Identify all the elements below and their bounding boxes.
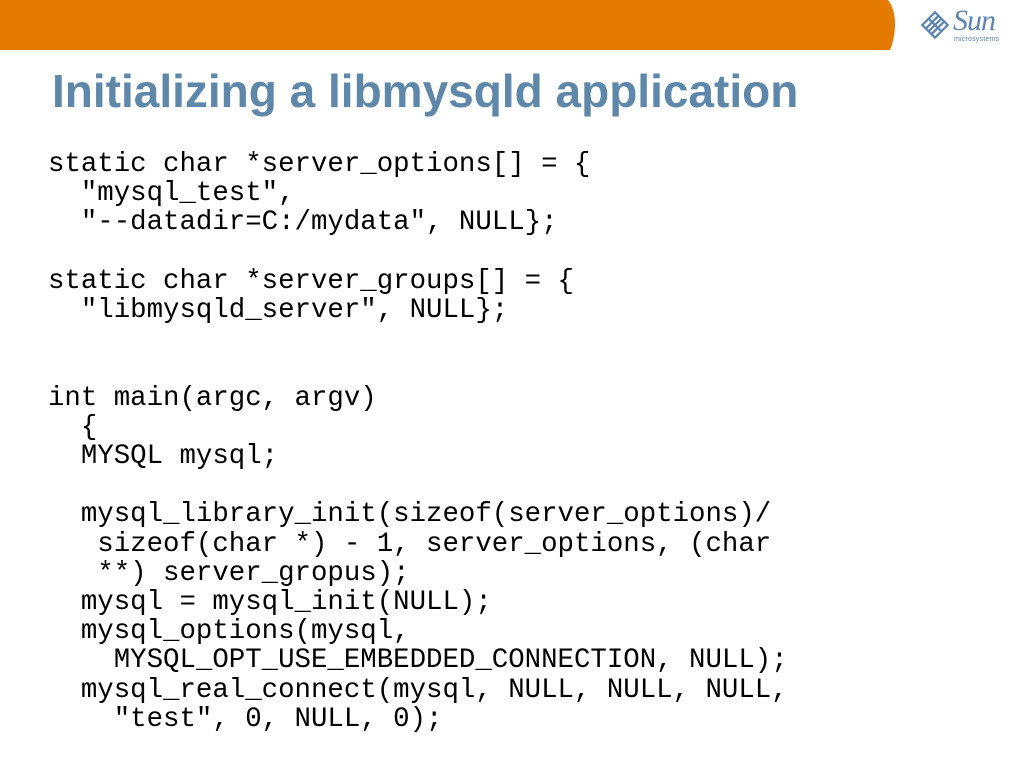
header-bar-shape — [0, 0, 895, 50]
sun-logo-icon — [920, 10, 950, 40]
code-block: static char *server_options[] = { "mysql… — [48, 149, 788, 735]
sun-logo: Sun microsystems — [920, 4, 1010, 48]
slide-title: Initializing a libmysqld application — [52, 65, 799, 117]
header-bar — [0, 0, 1024, 50]
logo-subtext: microsystems — [954, 36, 1000, 43]
logo-wordmark: Sun — [953, 4, 996, 37]
